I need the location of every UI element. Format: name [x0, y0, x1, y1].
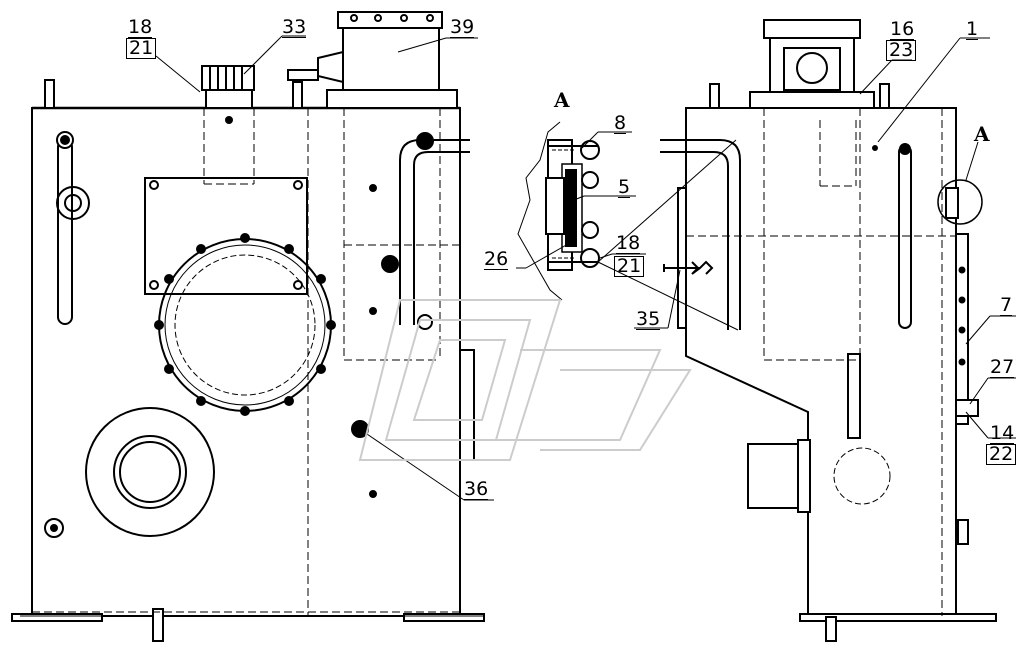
front-view-tank	[11, 11, 485, 642]
detail-a-title: A	[554, 88, 570, 112]
detail-a-marker: A	[974, 122, 990, 146]
callout-35: 35	[636, 308, 661, 330]
callout-7: 7	[1000, 294, 1013, 316]
side-view-tank	[660, 19, 997, 642]
callout-18-top: 18	[128, 16, 153, 38]
callout-27: 27	[990, 356, 1015, 378]
callout-26: 26	[484, 248, 509, 270]
callout-39: 39	[450, 16, 475, 38]
callout-21-top: 21	[126, 38, 157, 59]
detail-view-a	[517, 121, 600, 301]
watermark-logo	[358, 299, 692, 461]
callout-5: 5	[618, 176, 631, 198]
callout-36: 36	[464, 478, 489, 500]
callout-14: 14	[990, 422, 1015, 444]
callout-22: 22	[986, 444, 1017, 465]
callout-1: 1	[966, 18, 979, 40]
callout-18-mid: 18	[616, 232, 641, 254]
callout-8: 8	[614, 112, 627, 134]
callout-23: 23	[886, 40, 917, 61]
callout-16: 16	[890, 18, 915, 40]
callout-33: 33	[282, 16, 307, 38]
callout-21-mid: 21	[614, 256, 645, 277]
leader-lines	[155, 35, 1016, 501]
